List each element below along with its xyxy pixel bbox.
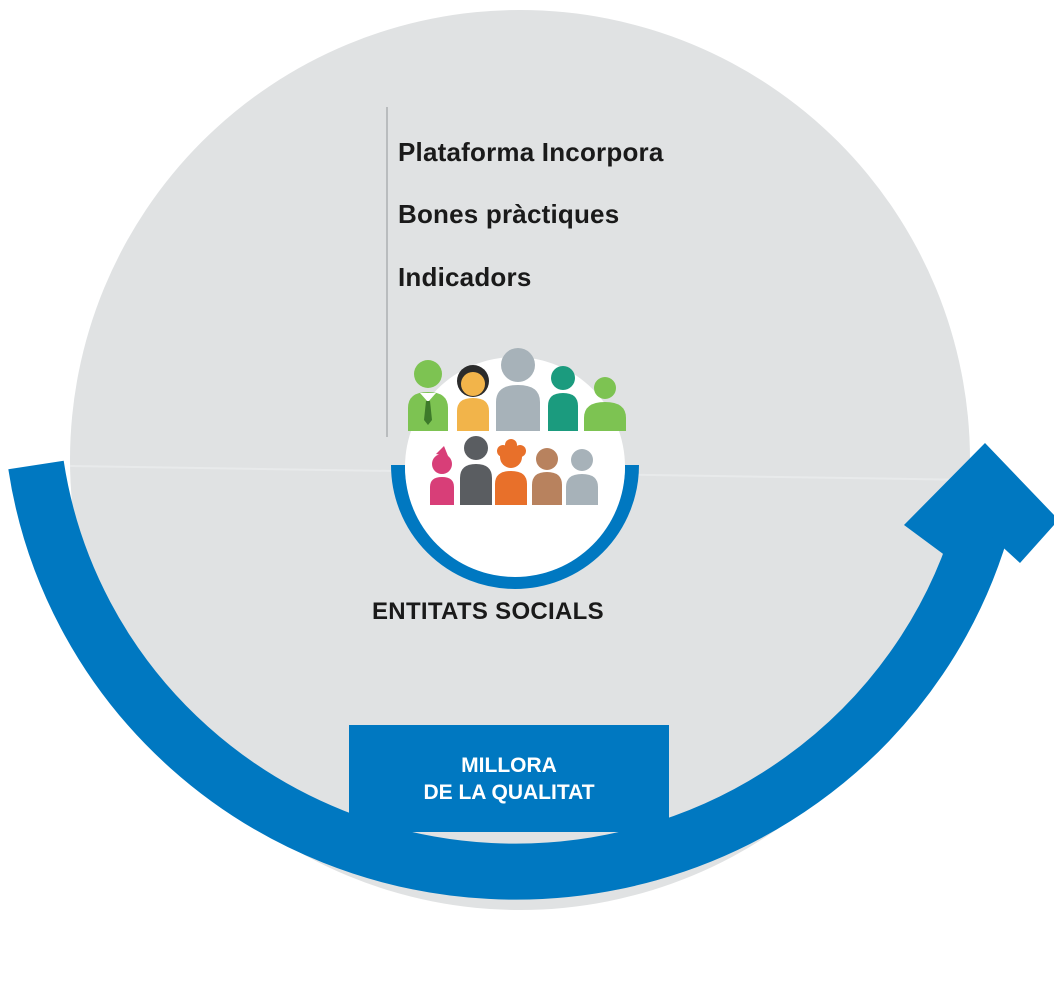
list-item-platform: Plataforma Incorpora [398,137,664,167]
entities-label: ENTITATS SOCIALS [372,598,604,625]
person-dark-icon [460,436,492,505]
quality-line-1: MILLORA [461,753,557,777]
person-small-icon [566,449,598,505]
person-teal-icon [548,366,578,431]
list-item-indicators: Indicadors [398,262,532,292]
woman-icon [457,365,489,431]
person-large-icon [496,348,540,431]
person-green-icon [584,377,626,431]
quality-line-2: DE LA QUALITAT [423,780,595,804]
list-item-best-practices: Bones pràctiques [398,199,620,229]
cycle-arrow-arc [8,460,1013,900]
man-with-tie-icon [408,360,448,431]
person-curly-hair-icon [495,439,527,505]
people-blue-arc [391,464,639,589]
quality-box: MILLORA DE LA QUALITAT [349,725,669,832]
cycle-arrow-head [904,443,1054,563]
girl-icon [430,446,454,505]
person-brown-icon [532,448,562,505]
